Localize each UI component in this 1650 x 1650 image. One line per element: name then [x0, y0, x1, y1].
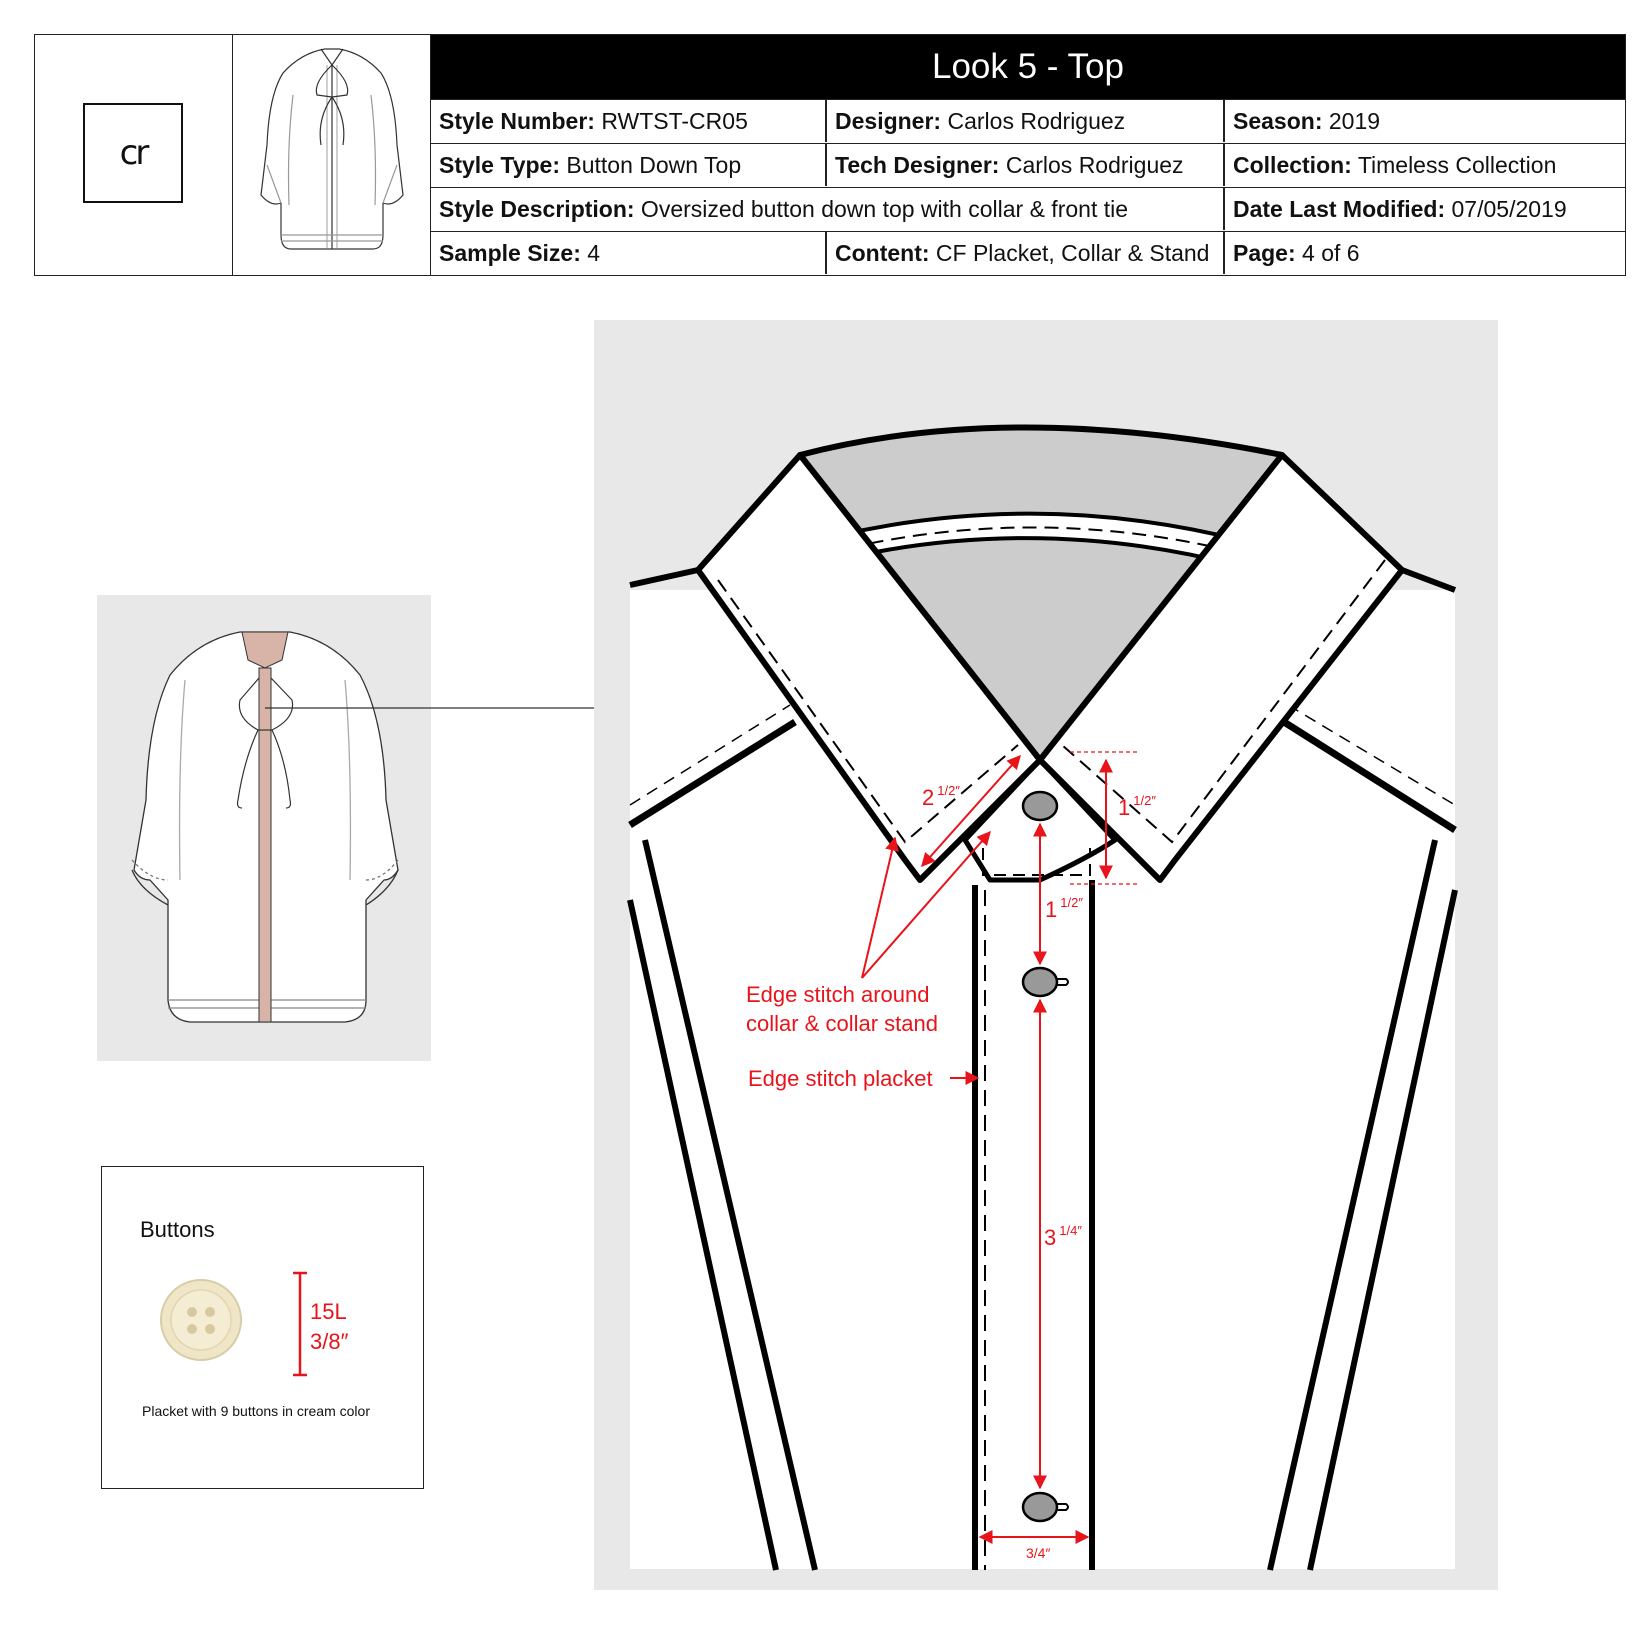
trim-title: Buttons [140, 1217, 215, 1242]
collar-stitch-note: Edge stitch around collar & collar stand [746, 982, 938, 1036]
logo-cell: cr [35, 35, 233, 275]
field-style-description: Style Description: Oversized button down… [439, 196, 1129, 222]
cream-button-icon [160, 1279, 242, 1361]
field-style-number: Style Number: RWTST-CR05 [439, 108, 748, 134]
button-trim-card: Buttons 15L 3/8″ Placket with 9 buttons … [101, 1166, 424, 1489]
button-size: 15L 3/8″ [310, 1299, 349, 1354]
field-sample-size: Sample Size: 4 [439, 240, 601, 266]
header-row-4: Sample Size: 4 Content: CF Placket, Coll… [431, 231, 1625, 275]
overview-placket-highlight [241, 631, 289, 1023]
button-icon [1021, 966, 1069, 998]
button-icon [1021, 790, 1059, 822]
field-tech-designer: Tech Designer: Carlos Rodriguez [835, 152, 1184, 178]
measure-placket-width: 3/4″ [1026, 1545, 1051, 1561]
field-style-type: Style Type: Button Down Top [439, 152, 742, 178]
field-season: Season: 2019 [1233, 108, 1381, 134]
header-row-1: Style Number: RWTST-CR05 Designer: Carlo… [431, 99, 1625, 143]
field-content: Content: CF Placket, Collar & Stand [835, 240, 1210, 266]
field-date-modified: Date Last Modified: 07/05/2019 [1233, 196, 1567, 222]
placket-stitch-note: Edge stitch placket [748, 1066, 933, 1091]
header-row-3: Style Description: Oversized button down… [431, 187, 1625, 231]
header-row-2: Style Type: Button Down Top Tech Designe… [431, 143, 1625, 187]
inner-neck [797, 424, 1285, 763]
thumbnail-cell [233, 35, 431, 275]
page-title: Look 5 - Top [431, 35, 1625, 99]
spec-header: cr Look 5 - Top Style Number: RWTST-CR05… [34, 34, 1626, 276]
shirt-thumbnail-icon [260, 48, 404, 250]
button-icon [1021, 1491, 1069, 1523]
field-designer: Designer: Carlos Rodriguez [835, 108, 1126, 134]
collar-right [1037, 452, 1405, 883]
field-page: Page: 4 of 6 [1233, 240, 1360, 266]
overview-tie-icon [236, 677, 294, 809]
red-dimension-lines [861, 751, 1138, 1544]
button-size-bracket [293, 1271, 307, 1377]
placket [972, 880, 1095, 1570]
brand-logo: cr [83, 103, 183, 203]
field-collection: Collection: Timeless Collection [1233, 152, 1557, 178]
trim-note: Placket with 9 buttons in cream color [142, 1403, 370, 1419]
